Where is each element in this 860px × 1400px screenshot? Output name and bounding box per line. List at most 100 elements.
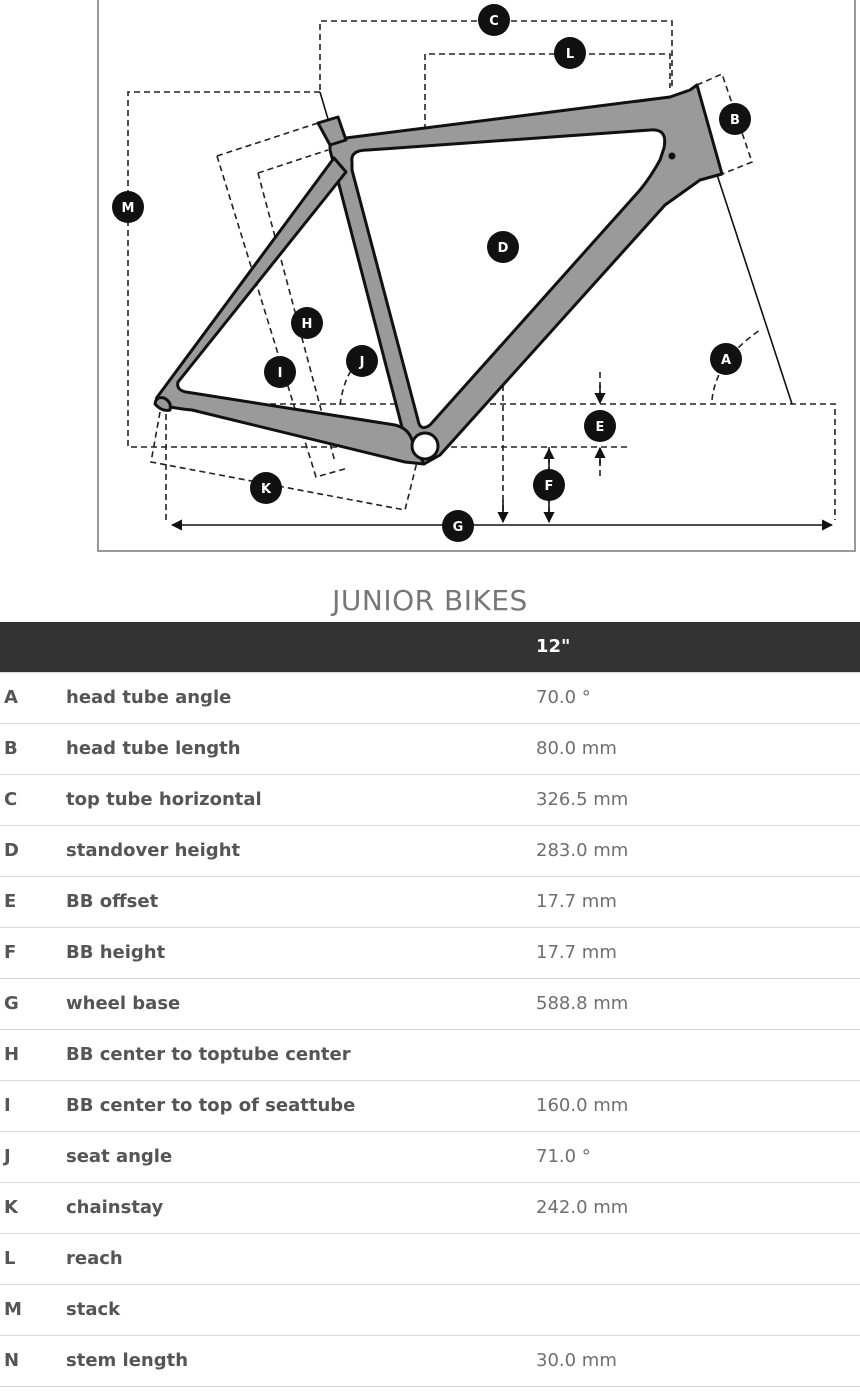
row-letter: B xyxy=(4,738,18,759)
row-name: BB center to top of seattube xyxy=(66,1095,356,1116)
header-letter-cell xyxy=(0,622,66,672)
label-c: C xyxy=(478,4,510,36)
row-value: 283.0 mm xyxy=(536,840,629,861)
row-value: 588.8 mm xyxy=(536,993,629,1014)
row-name: reach xyxy=(66,1248,123,1269)
label-f: F xyxy=(533,469,565,501)
dim-j-arc xyxy=(339,359,363,406)
row-value: 160.0 mm xyxy=(536,1095,629,1116)
row-letter: E xyxy=(4,891,17,912)
row-value: 326.5 mm xyxy=(536,789,629,810)
row-letter: K xyxy=(4,1197,18,1218)
label-d: D xyxy=(487,231,519,263)
row-value xyxy=(536,1029,860,1080)
label-a: A xyxy=(710,343,742,375)
row-letter: D xyxy=(4,840,19,861)
row-letter: J xyxy=(4,1146,11,1167)
dimension-labels: C L B M D H J I A E F K G xyxy=(112,4,751,542)
dim-m-line xyxy=(127,91,628,448)
svg-text:H: H xyxy=(302,317,313,332)
row-name: head tube angle xyxy=(66,687,232,708)
label-l: L xyxy=(554,37,586,69)
row-letter: M xyxy=(4,1299,22,1320)
svg-text:B: B xyxy=(730,113,740,128)
row-letter: I xyxy=(4,1095,11,1116)
row-value: 17.7 mm xyxy=(536,942,617,963)
frame-geometry-svg: C L B M D H J I A E F K G xyxy=(97,0,856,552)
svg-text:E: E xyxy=(596,420,605,435)
header-name-cell xyxy=(66,622,536,672)
svg-text:K: K xyxy=(261,482,272,497)
label-j: J xyxy=(346,345,378,377)
label-e: E xyxy=(584,410,616,442)
table-row: I BB center to top of seattube 160.0 mm xyxy=(0,1080,860,1131)
row-name: stem length xyxy=(66,1350,189,1371)
row-name: top tube horizontal xyxy=(66,789,262,810)
label-h: H xyxy=(291,307,323,339)
rear-dropout xyxy=(153,396,172,412)
dim-i-line xyxy=(257,149,336,463)
head-tube-dot xyxy=(668,152,676,160)
svg-text:L: L xyxy=(566,47,574,62)
label-i: I xyxy=(264,356,296,388)
svg-text:G: G xyxy=(453,520,464,535)
page-title: JUNIOR BIKES xyxy=(332,583,528,617)
row-value: 80.0 mm xyxy=(536,738,617,759)
row-value xyxy=(536,1284,860,1335)
row-name: standover height xyxy=(66,840,241,861)
frame-front-opening xyxy=(350,128,667,430)
row-name: seat angle xyxy=(66,1146,173,1167)
row-name: head tube length xyxy=(66,738,241,759)
row-value: 17.7 mm xyxy=(536,891,617,912)
seat-collar xyxy=(316,115,348,147)
header-size-cell: 12" xyxy=(536,636,571,658)
row-value: 30.0 mm xyxy=(536,1350,617,1371)
row-name: chainstay xyxy=(66,1197,164,1218)
label-k: K xyxy=(250,472,282,504)
svg-text:F: F xyxy=(545,479,554,494)
row-name: BB offset xyxy=(66,891,159,912)
table-row: E BB offset 17.7 mm xyxy=(0,876,860,927)
table-header-row: 12" xyxy=(0,622,860,672)
label-g: G xyxy=(442,510,474,542)
svg-text:D: D xyxy=(498,241,509,256)
row-letter: N xyxy=(4,1350,20,1371)
row-letter: H xyxy=(4,1044,20,1065)
bike-frame xyxy=(153,83,724,466)
row-letter: F xyxy=(4,942,17,963)
geometry-diagram: C L B M D H J I A E F K G xyxy=(0,0,860,560)
row-value: 70.0 ° xyxy=(536,687,591,708)
label-m: M xyxy=(112,191,144,223)
row-name: BB center to toptube center xyxy=(66,1044,351,1065)
row-value xyxy=(536,1233,860,1284)
row-letter: L xyxy=(4,1248,16,1269)
svg-text:J: J xyxy=(359,355,365,370)
row-value: 242.0 mm xyxy=(536,1197,629,1218)
bottom-bracket-circle xyxy=(410,431,440,461)
svg-text:C: C xyxy=(489,14,499,29)
svg-text:A: A xyxy=(721,353,731,368)
diagram-border xyxy=(97,0,856,552)
row-letter: C xyxy=(4,789,18,810)
dim-e-line xyxy=(160,403,836,520)
svg-text:M: M xyxy=(122,201,135,216)
dim-h-line xyxy=(216,122,349,478)
row-value: 71.0 ° xyxy=(536,1146,591,1167)
row-name: wheel base xyxy=(66,993,181,1014)
row-letter: G xyxy=(4,993,19,1014)
svg-text:I: I xyxy=(278,366,283,381)
label-b: B xyxy=(719,103,751,135)
row-letter: A xyxy=(4,687,18,708)
